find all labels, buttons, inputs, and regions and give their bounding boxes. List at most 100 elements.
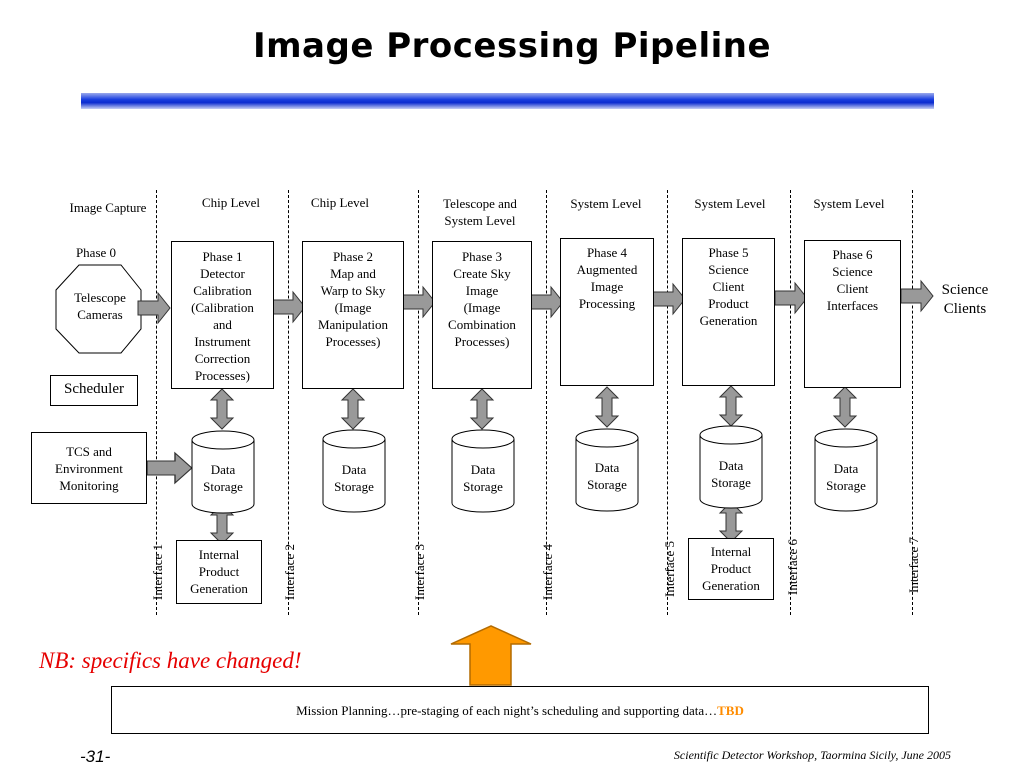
phase2-line: Warp to Sky: [320, 283, 386, 298]
header-chip-level-1: Chip Level: [201, 195, 261, 210]
phase5-line: Product: [708, 296, 749, 311]
arrow-phase6-storage: [833, 386, 857, 428]
page-title: Image Processing Pipeline: [252, 26, 772, 66]
arrow-phase2-storage: [341, 388, 365, 430]
phase6-line: Science: [832, 264, 873, 279]
storage-line1: Data: [833, 461, 859, 476]
separator-2: [288, 190, 289, 615]
storage-line1: Data: [210, 462, 236, 477]
phase5-box: Phase 5 Science Client Product Generatio…: [682, 238, 775, 386]
phase1-line: Instrument: [194, 334, 251, 349]
phase4-line: Phase 4: [586, 245, 628, 260]
interface-6-label: Interface 6: [785, 539, 800, 595]
arrow-storage1-internal: [210, 503, 234, 545]
phase3-line: Processes): [454, 334, 510, 349]
arrow-phase5-to-phase6: [774, 282, 808, 314]
phase2-line: Manipulation: [317, 317, 389, 332]
mission-up-arrow: [450, 625, 532, 686]
internal-line1: Internal: [198, 547, 240, 562]
phase1-line: Correction: [194, 351, 251, 366]
interface-5-label: Interface 5: [662, 541, 677, 597]
phase4-line: Image: [590, 279, 624, 294]
internal-line1: Internal: [710, 544, 752, 559]
separator-6: [790, 190, 791, 615]
phase1-line: Processes): [195, 368, 250, 383]
phase2-line: Phase 2: [332, 249, 374, 264]
mission-planning-box: Mission Planning…pre-staging of each nig…: [111, 686, 929, 734]
header-system-level-2: System Level: [694, 196, 766, 211]
storage-line2: Storage: [826, 478, 866, 493]
storage-line1: Data: [594, 460, 620, 475]
phase3-line: Combination: [448, 317, 516, 332]
phase2-line: Processes): [325, 334, 381, 349]
arrow-storage5-internal: [719, 501, 743, 543]
arrow-phase1-to-phase2: [272, 291, 306, 323]
arrow-telescope-to-phase1: [137, 292, 171, 324]
arrow-phase1-storage: [210, 388, 234, 430]
tcs-line3: Monitoring: [59, 478, 119, 493]
mission-text: Mission Planning…pre-staging of each nig…: [296, 703, 718, 718]
storage-line1: Data: [718, 458, 744, 473]
storage-line2: Storage: [334, 479, 374, 494]
storage-line2: Storage: [587, 477, 627, 492]
internal-line2: Product: [198, 564, 240, 579]
phase1-line: (Calibration: [191, 300, 254, 315]
interface-1-label: Interface 1: [150, 544, 165, 600]
phase5-line: Phase 5: [708, 245, 749, 260]
separator-3: [418, 190, 419, 615]
science-clients-line1: Science: [941, 282, 989, 298]
phase3-line: Phase 3: [461, 249, 503, 264]
science-clients-label: Science Clients: [930, 281, 1000, 319]
internal-product-box-2: Internal Product Generation: [688, 538, 774, 600]
separator-7: [912, 190, 913, 615]
phase1-line: and: [213, 317, 232, 332]
separator-1: [156, 190, 157, 615]
header-chip-level-2: Chip Level: [310, 195, 370, 210]
phase6-line: Interfaces: [826, 298, 879, 313]
internal-line3: Generation: [190, 581, 248, 596]
phase5-line: Client: [712, 279, 745, 294]
phase6-box: Phase 6 Science Client Interfaces: [804, 240, 901, 388]
telescope-cameras-label: Telescope Cameras: [62, 289, 138, 323]
storage-line2: Storage: [711, 475, 751, 490]
nb-note: NB: specifics have changed!: [39, 648, 302, 673]
arrow-tcs-to-storage: [146, 451, 193, 485]
arrow-phase3-storage: [470, 388, 494, 430]
phase4-box: Phase 4 Augmented Image Processing: [560, 238, 654, 386]
arrow-phase5-storage: [719, 385, 743, 427]
phase5-line: Generation: [699, 313, 758, 328]
header-telescope-line2: System Level: [444, 213, 516, 228]
header-system-level-1: System Level: [570, 196, 642, 211]
science-clients-line2: Clients: [943, 301, 987, 317]
page-number: -31-: [80, 747, 111, 766]
phase6-line: Client: [836, 281, 869, 296]
arrow-phase4-storage: [595, 386, 619, 428]
internal-line3: Generation: [702, 578, 760, 593]
arrow-phase3-to-phase4: [530, 286, 564, 318]
arrow-phase2-to-phase3: [402, 286, 436, 318]
storage-line1: Data: [470, 462, 496, 477]
phase3-line: Create Sky: [453, 266, 511, 281]
header-system-level-3: System Level: [813, 196, 885, 211]
telescope-line1: Telescope: [74, 290, 126, 305]
tcs-line1: TCS and: [66, 444, 112, 459]
phase4-line: Augmented: [576, 262, 638, 277]
separator-4: [546, 190, 547, 615]
mission-tbd: TBD: [717, 703, 744, 718]
scheduler-box: Scheduler: [50, 375, 138, 406]
header-telescope-line1: Telescope and: [443, 196, 517, 211]
phase1-line: Detector: [200, 266, 245, 281]
tcs-monitoring-box: TCS and Environment Monitoring: [31, 432, 147, 504]
telescope-line2: Cameras: [77, 307, 123, 322]
internal-product-box-1: Internal Product Generation: [176, 540, 262, 604]
tcs-line2: Environment: [55, 461, 123, 476]
phase2-box: Phase 2 Map and Warp to Sky (Image Manip…: [302, 241, 404, 389]
storage-line2: Storage: [463, 479, 503, 494]
storage-line2: Storage: [203, 479, 243, 494]
